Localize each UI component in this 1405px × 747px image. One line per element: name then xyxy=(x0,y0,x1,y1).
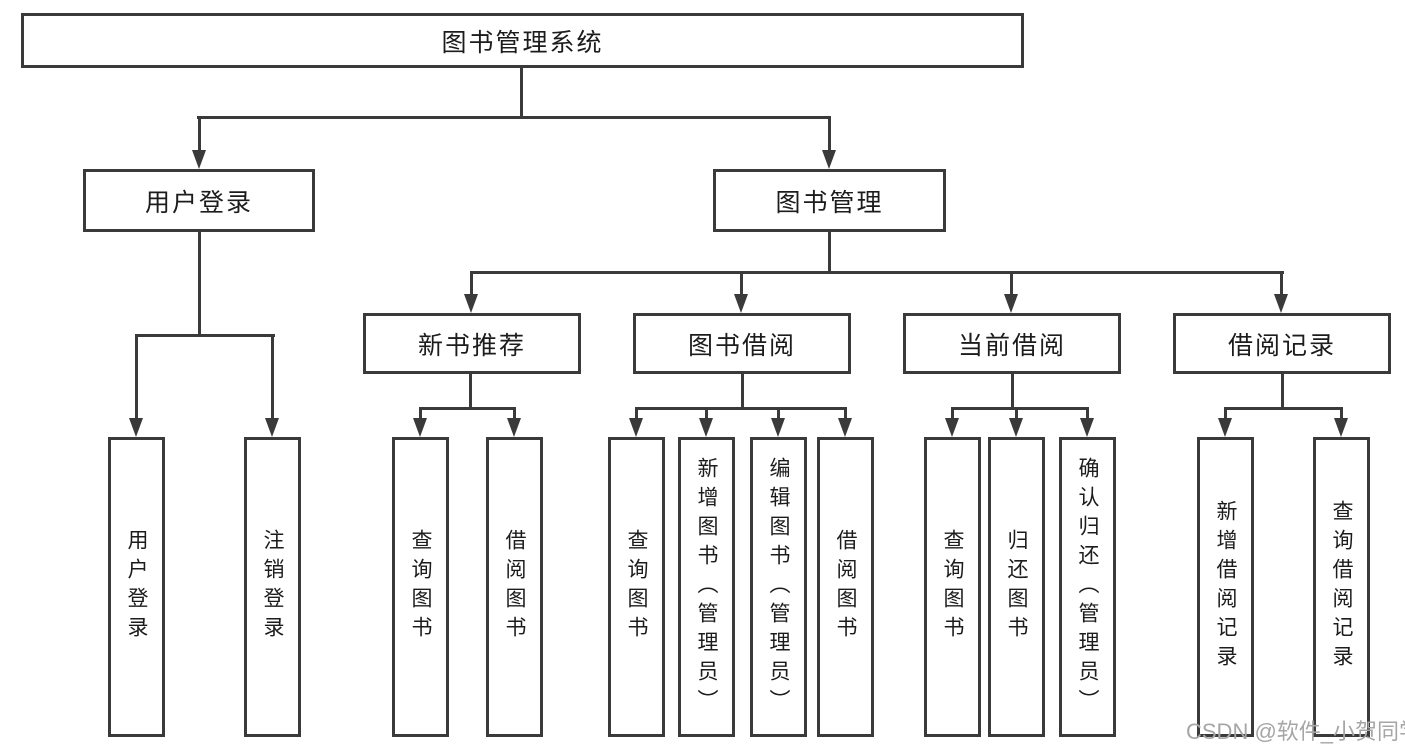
node-label: 查询图书 xyxy=(941,529,964,645)
node-label: 图书管理 xyxy=(775,188,884,217)
connector-stem-current-borrowing xyxy=(1010,271,1013,296)
node-label: 当前借阅 xyxy=(957,331,1066,360)
node-search-books-current: 查询图书 xyxy=(924,437,981,737)
node-confirm-return-admin: 确认归还（管理员） xyxy=(1059,437,1116,737)
connector-current-borrowing-drop xyxy=(1011,374,1014,409)
connector-user-login-drop xyxy=(198,232,201,336)
arrow-down-icon xyxy=(507,418,521,437)
node-label: 新增借阅记录 xyxy=(1214,500,1237,674)
connector-new-book-branch xyxy=(419,407,516,410)
connector-borrowing-records-branch xyxy=(1224,407,1342,410)
connector-stem xyxy=(1224,407,1227,420)
node-search-borrow-record: 查询借阅记录 xyxy=(1313,437,1370,737)
connector-stem xyxy=(635,407,638,420)
connector-stem xyxy=(951,407,954,420)
node-edit-book-admin: 编辑图书（管理员） xyxy=(750,437,807,737)
node-label: 注销登录 xyxy=(261,529,284,645)
node-label: 借阅图书 xyxy=(503,529,526,645)
node-new-book-recommendation: 新书推荐 xyxy=(363,313,581,374)
arrow-down-icon xyxy=(464,294,478,313)
node-borrow-books: 借阅图书 xyxy=(817,437,874,737)
connector-book-borrowing-branch xyxy=(635,407,846,410)
connector-stem-user-login xyxy=(135,334,138,420)
node-label: 编辑图书（管理员） xyxy=(767,456,790,718)
node-book-borrowing: 图书借阅 xyxy=(633,313,851,374)
arrow-down-icon xyxy=(1274,294,1288,313)
node-book-management: 图书管理 xyxy=(713,169,946,232)
arrow-down-icon xyxy=(838,418,852,437)
node-logout: 注销登录 xyxy=(244,437,301,737)
node-add-borrow-record: 新增借阅记录 xyxy=(1197,437,1254,737)
node-search-books-borrow: 查询图书 xyxy=(608,437,665,737)
arrow-down-icon xyxy=(1334,418,1348,437)
arrow-down-icon xyxy=(1009,418,1023,437)
arrow-down-icon xyxy=(734,294,748,313)
node-add-book-admin: 新增图书（管理员） xyxy=(678,437,735,737)
node-return-book: 归还图书 xyxy=(988,437,1045,737)
node-library-management-system: 图书管理系统 xyxy=(21,13,1024,68)
arrow-down-icon xyxy=(945,418,959,437)
arrow-down-icon xyxy=(1218,418,1232,437)
node-borrow-books-recommend: 借阅图书 xyxy=(486,437,543,737)
node-current-borrowing: 当前借阅 xyxy=(903,313,1121,374)
arrow-down-icon xyxy=(822,150,836,169)
connector-stem-new-book xyxy=(470,271,473,296)
connector-stem-logout xyxy=(271,334,274,420)
arrow-down-icon xyxy=(699,418,713,437)
node-label: 查询借阅记录 xyxy=(1330,500,1353,674)
connector-stem xyxy=(705,407,708,420)
arrow-down-icon xyxy=(413,418,427,437)
node-user-login-group: 用户登录 xyxy=(83,169,315,232)
arrow-down-icon xyxy=(129,418,143,437)
node-label: 图书管理系统 xyxy=(441,28,604,57)
connector-user-login-branch xyxy=(135,334,275,337)
node-label: 用户登录 xyxy=(144,188,253,217)
arrow-down-icon xyxy=(1080,418,1094,437)
node-label: 借阅记录 xyxy=(1227,331,1336,360)
csdn-watermark: CSDN @软件_小贺同学 xyxy=(1186,719,1405,744)
node-label: 用户登录 xyxy=(125,529,148,645)
connector-root-branch xyxy=(197,116,831,119)
connector-book-mgmt-branch xyxy=(471,271,1284,274)
node-label: 新增图书（管理员） xyxy=(695,456,718,718)
connector-root-drop xyxy=(520,68,523,118)
node-label: 图书借阅 xyxy=(687,331,796,360)
connector-book-mgmt-drop xyxy=(828,232,831,273)
arrow-down-icon xyxy=(629,418,643,437)
connector-stem-book-borrowing xyxy=(740,271,743,296)
node-search-books-recommend: 查询图书 xyxy=(392,437,449,737)
arrow-down-icon xyxy=(1004,294,1018,313)
node-label: 新书推荐 xyxy=(417,331,526,360)
connector-stem xyxy=(1015,407,1018,420)
connector-book-borrowing-drop xyxy=(741,374,744,409)
connector-borrowing-records-drop xyxy=(1281,374,1284,409)
arrow-down-icon xyxy=(265,418,279,437)
node-label: 查询图书 xyxy=(625,529,648,645)
node-label: 归还图书 xyxy=(1005,529,1028,645)
arrow-down-icon xyxy=(192,150,206,169)
node-label: 查询图书 xyxy=(409,529,432,645)
connector-stem-book-management xyxy=(828,116,831,152)
connector-stem xyxy=(777,407,780,420)
node-label: 确认归还（管理员） xyxy=(1076,456,1099,718)
connector-stem xyxy=(844,407,847,420)
node-label: 借阅图书 xyxy=(834,529,857,645)
node-user-login: 用户登录 xyxy=(108,437,165,737)
connector-stem xyxy=(513,407,516,420)
connector-stem-user-login-group xyxy=(198,116,201,152)
connector-stem xyxy=(419,407,422,420)
arrow-down-icon xyxy=(771,418,785,437)
connector-new-book-drop xyxy=(469,374,472,409)
connector-stem-borrowing-records xyxy=(1280,271,1283,296)
connector-stem xyxy=(1086,407,1089,420)
connector-stem xyxy=(1340,407,1343,420)
connector-current-borrowing-branch xyxy=(951,407,1088,410)
node-borrowing-records: 借阅记录 xyxy=(1173,313,1391,374)
